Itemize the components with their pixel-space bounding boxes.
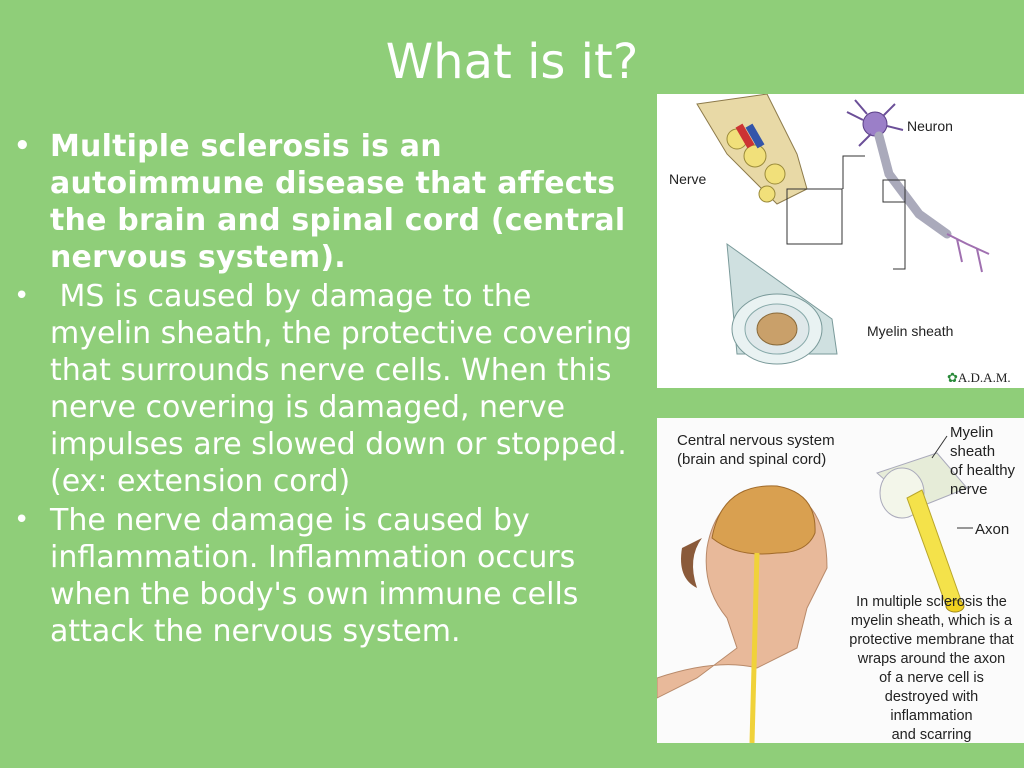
label-cns-line2: (brain and spinal cord) — [677, 451, 827, 468]
label-myelin-sheath: Myelin sheath — [867, 323, 954, 339]
ms-caption: In multiple sclerosis the myelin sheath,… — [849, 594, 1014, 743]
bullet-marker: • — [14, 131, 31, 161]
label-nerve: Nerve — [669, 171, 707, 187]
bullet-text: Multiple sclerosis is an autoimmune dise… — [50, 129, 626, 275]
bullet-marker: • — [14, 505, 30, 535]
label-myelin-line3: of healthy — [950, 462, 1016, 479]
slide-title: What is it? — [385, 34, 639, 90]
label-cns-line1: Central nervous system — [677, 432, 835, 449]
bullet-item: • The nerve damage is caused by inflamma… — [14, 502, 639, 650]
label-myelin-line2: sheath — [950, 443, 996, 460]
bullet-text: MS is caused by damage to the myelin she… — [50, 279, 642, 499]
bullet-item: • MS is caused by damage to the myelin s… — [14, 278, 639, 500]
bullet-list: • Multiple sclerosis is an autoimmune di… — [14, 128, 639, 652]
label-neuron: Neuron — [907, 118, 953, 134]
ms-illustration: Central nervous system (brain and spinal… — [657, 418, 1024, 743]
nerve-bundle-icon — [696, 94, 808, 205]
label-axon: Axon — [975, 521, 1010, 538]
myelin-sheath-icon — [726, 242, 838, 365]
adam-logo-icon: ✿ — [947, 370, 958, 385]
spinal-cord-icon — [749, 552, 760, 743]
bullet-marker: • — [14, 281, 30, 311]
axon-cylinder-icon — [876, 452, 968, 613]
brain-icon — [711, 485, 816, 555]
nerve-anatomy-drawing — [696, 94, 990, 365]
credit-logo: ✿A.D.A.M. — [947, 370, 1011, 385]
zoom-box-axon — [882, 179, 906, 203]
bullet-text: The nerve damage is caused by inflammati… — [50, 503, 579, 649]
zoom-box-small — [786, 188, 843, 245]
woman-brain-drawing — [657, 435, 973, 743]
neuron-icon — [846, 99, 990, 273]
nerve-anatomy-illustration: Nerve Neuron Myelin sheath ✿A.D.A.M. — [657, 94, 1024, 388]
label-myelin-line4: nerve — [950, 481, 988, 498]
bullet-item: • Multiple sclerosis is an autoimmune di… — [14, 128, 639, 276]
label-myelin-line1: Myelin — [950, 424, 994, 441]
